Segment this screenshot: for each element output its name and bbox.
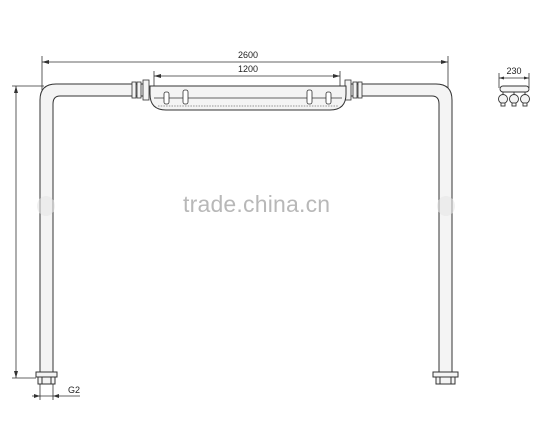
frame-pipe — [39, 83, 453, 379]
inner-width-dimension — [153, 71, 341, 96]
watermark-text: trade.china.cn — [183, 191, 331, 217]
side-width-label: 230 — [506, 66, 521, 76]
thread-label: G2 — [68, 385, 80, 395]
side-view — [498, 85, 530, 107]
right-base-plate — [432, 371, 459, 385]
right-couplings — [344, 79, 363, 101]
shower-head-clips — [163, 89, 332, 105]
left-couplings — [131, 79, 150, 101]
shower-head-bar — [149, 85, 347, 111]
post-shadows — [37, 196, 455, 216]
side-width-dimension — [498, 73, 530, 88]
thread-dimension — [32, 384, 80, 400]
overall-width-label: 2600 — [238, 50, 258, 60]
overall-width-dimension — [41, 56, 449, 90]
left-base-plate — [35, 371, 58, 385]
inner-width-label: 1200 — [238, 64, 258, 74]
height-dimension — [12, 85, 44, 379]
